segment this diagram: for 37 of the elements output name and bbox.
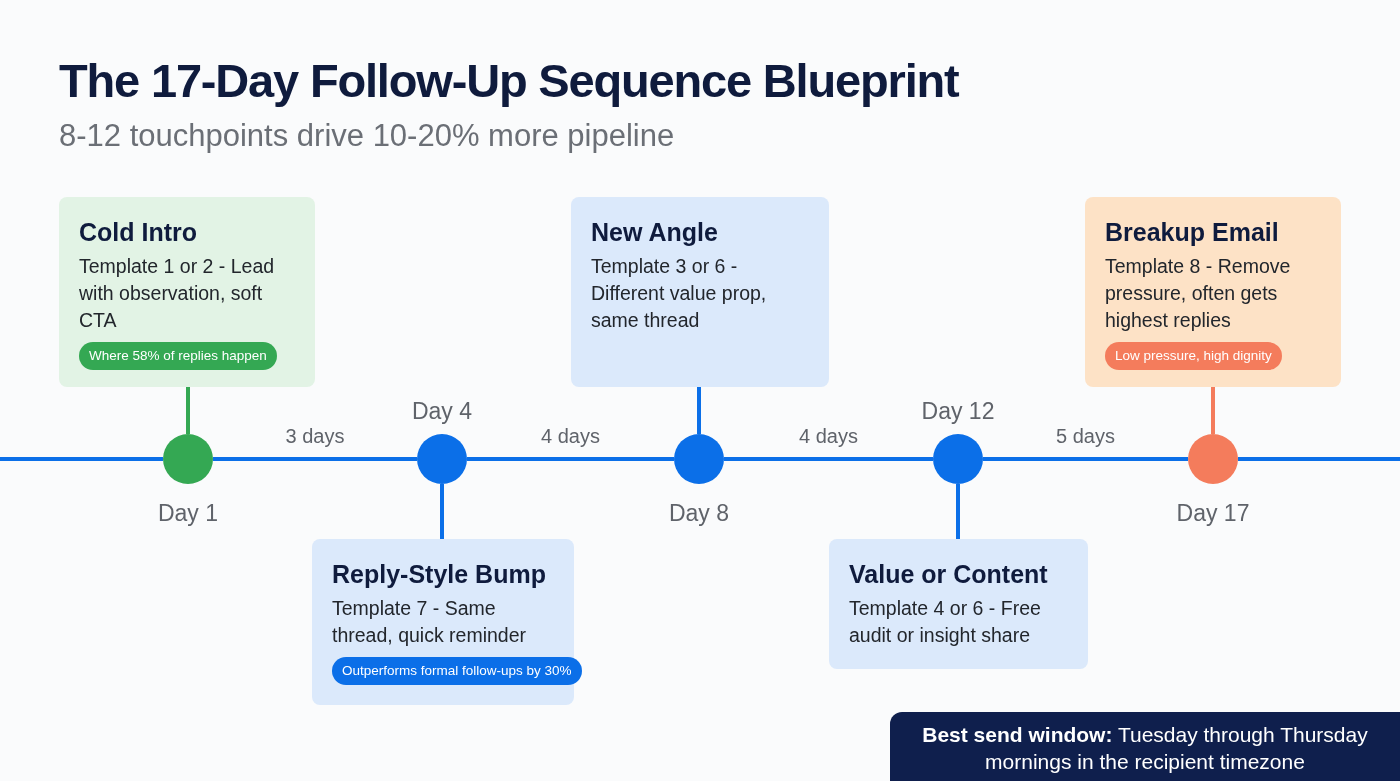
card-description: Template 4 or 6 - Free audit or insight share [849, 596, 1042, 648]
stat-badge: Low pressure, high dignity [1105, 342, 1282, 371]
connector-line [697, 387, 701, 434]
card-description: Template 8 - Remove pressure, often gets highest replies [1105, 254, 1292, 333]
step-card [829, 539, 1088, 669]
card-description: Template 7 - Same thread, quick reminder [332, 596, 527, 648]
connector-line [983, 457, 1188, 461]
day-label: Day 12 [921, 397, 995, 426]
stat-badge: Where 58% of replies happen [79, 342, 277, 371]
card-heading: Reply-Style Bump [332, 559, 546, 589]
connector-line [724, 457, 933, 461]
card-heading: Breakup Email [1105, 217, 1279, 247]
card-heading: New Angle [591, 217, 718, 247]
step-card [1085, 197, 1341, 387]
day-label: Day 17 [1176, 499, 1250, 528]
note-text: Best send window: Tuesday through Thursday mornings in the recipient timezone [921, 722, 1369, 775]
connector-line [956, 484, 960, 539]
step-card [59, 197, 315, 387]
subtitle: 8-12 touchpoints drive 10-20% more pipeline [59, 117, 675, 155]
card-description: Template 1 or 2 - Lead with observation, soft CTA [79, 254, 276, 333]
connector-line [0, 457, 163, 461]
connector-line [440, 484, 444, 539]
step-card [571, 197, 829, 387]
connector-line [1238, 457, 1400, 461]
day-label: Day 8 [668, 499, 730, 528]
connector-line [186, 387, 190, 434]
card-heading: Value or Content [849, 559, 1048, 589]
title: The 17-Day Follow-Up Sequence Blueprint [59, 53, 959, 109]
card-heading: Cold Intro [79, 217, 198, 247]
day-label: Day 4 [411, 397, 473, 426]
connector-line [1211, 387, 1215, 434]
card-description: Template 3 or 6 - Different value prop, same thread [591, 254, 768, 333]
note-banner [890, 712, 1400, 781]
connector-line [213, 457, 417, 461]
day-label: Day 1 [157, 499, 219, 528]
connector-line [467, 457, 674, 461]
stat-badge: Outperforms formal follow-ups by 30% [332, 657, 582, 686]
